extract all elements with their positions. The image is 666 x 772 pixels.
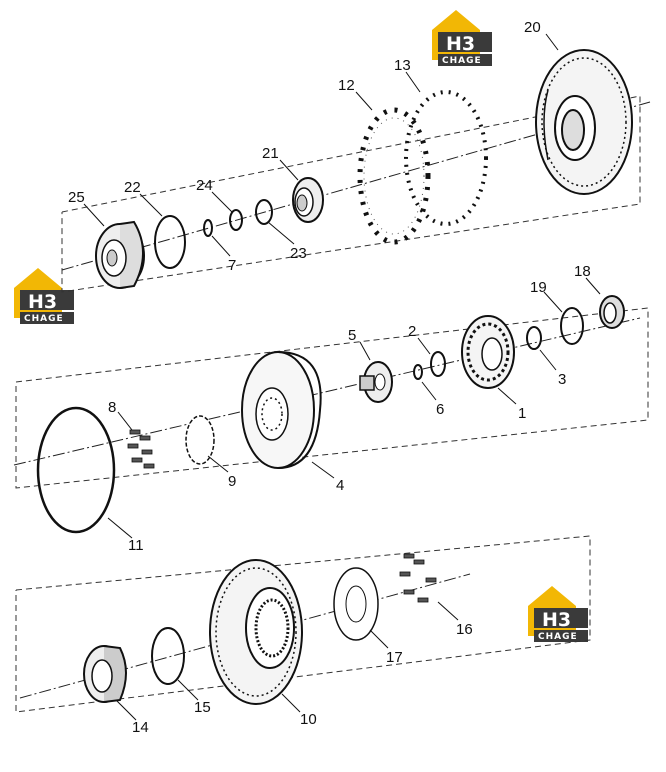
callout-6: 6 [436,401,444,418]
callout-10: 10 [300,711,317,728]
svg-text:CHAGE: CHAGE [538,632,578,642]
callout-7: 7 [228,257,236,274]
part-23-ring [255,199,273,225]
svg-text:H3: H3 [542,609,571,631]
brand-logo-bottom: H3 CHAGE [528,586,588,642]
callout-2: 2 [408,323,416,340]
part-11-o-ring [36,406,116,534]
part-18-bearing [599,295,625,329]
part-5-flange-hub [359,361,393,403]
part-8-bolts [127,429,155,469]
callout-13: 13 [394,57,411,74]
part-10-pump-housing [209,559,303,705]
svg-text:H3: H3 [28,291,57,313]
part-2-ring [430,351,446,377]
svg-text:CHAGE: CHAGE [24,314,64,324]
top-group-boundary [61,95,641,293]
brand-logo-middle: H3 CHAGE [14,268,74,324]
callout-20: 20 [524,19,541,36]
assembly-boundaries [15,95,649,713]
brand-logo-top: H3 CHAGE [432,10,492,66]
callout-14: 14 [132,719,149,736]
callout-16: 16 [456,621,473,638]
callout-8: 8 [108,399,116,416]
callout-3: 3 [558,371,566,388]
part-6-ring [413,364,423,380]
part-9-plate [185,415,215,465]
callout-labels: 20 13 12 21 24 22 25 23 7 18 19 2 5 3 6 … [68,19,591,736]
part-21-bearing [292,177,324,223]
callout-15: 15 [194,699,211,716]
part-7-small-ring [203,219,213,237]
callout-1: 1 [518,405,526,422]
part-16-bolts [399,553,437,603]
part-4-disc [241,351,322,469]
svg-text:CHAGE: CHAGE [442,56,482,66]
callout-12: 12 [338,77,355,94]
part-17-gasket [333,567,379,641]
callout-22: 22 [124,179,141,196]
middle-group-boundary [15,307,649,489]
callout-17: 17 [386,649,403,666]
callout-11: 11 [128,537,144,554]
part-22-o-ring [154,215,186,269]
part-19-ring [560,307,584,345]
bottom-group-boundary [15,535,591,713]
callout-21: 21 [262,145,279,162]
part-14-bearing-cup [83,645,127,703]
callout-24: 24 [196,177,213,194]
part-1-turbine-wheel [461,315,515,389]
svg-text:H3: H3 [446,33,475,55]
callout-23: 23 [290,245,307,262]
part-25-hub [95,220,145,289]
leader-lines [83,33,601,721]
callout-5: 5 [348,327,356,344]
part-3-ring [526,326,542,350]
part-13-bolt-ring [404,90,488,226]
callout-18: 18 [574,263,591,280]
callout-9: 9 [228,473,236,490]
callout-25: 25 [68,189,85,206]
callout-4: 4 [336,477,344,494]
part-12-bolt-set [357,107,431,245]
part-24-snap-ring [229,209,243,231]
part-20-housing [535,49,633,195]
part-15-o-ring [151,627,185,685]
callout-19: 19 [530,279,547,296]
